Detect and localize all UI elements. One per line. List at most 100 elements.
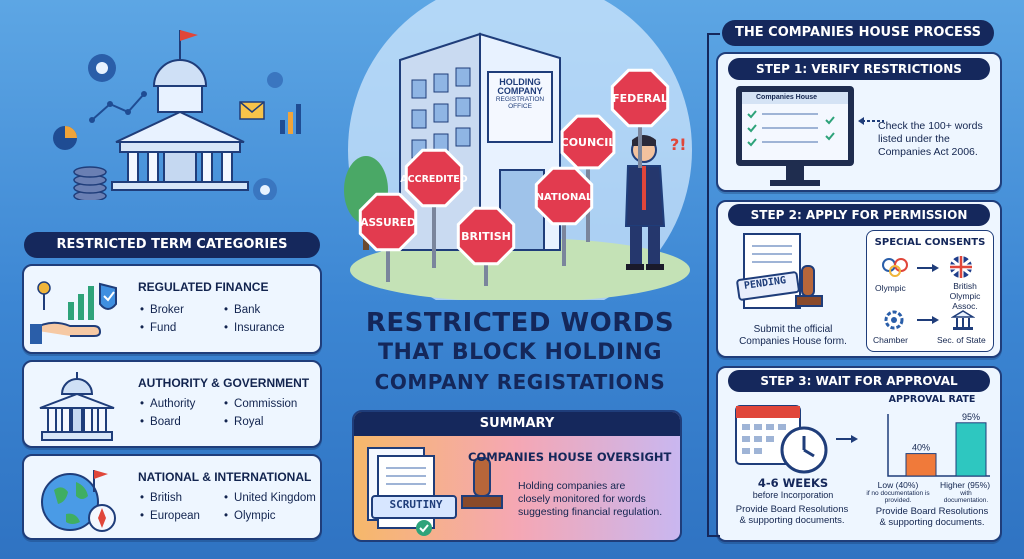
summary-text-line: closely monitored for words [518,493,646,505]
uk-flag-icon [950,256,972,278]
stop-sign-label: FEDERAL [612,92,668,105]
process-connector [707,33,720,537]
sign-octagon [404,148,464,208]
sign-post [562,196,566,266]
consent-from: Olympic [875,283,906,293]
shield-icon [99,282,117,310]
sign-octagon [610,68,670,128]
main-title-line-2: THAT BLOCK HOLDING [377,340,662,365]
weeks-sub: before Incorporation [752,490,834,500]
summary-subheader: COMPANIES HOUSE OVERSIGHT [468,450,672,464]
bar-value-label: 95% [962,412,980,422]
special-consents-panel: SPECIAL CONSENTS Olympic British Olympic… [866,230,994,352]
low-sub: if no documentation is provided. [866,490,930,504]
building-sign: HOLDING COMPANY REGISTRATION OFFICE [488,77,552,111]
category-item: Fund [140,322,176,334]
stop-sign: ACCREDITED [400,148,468,268]
sign-post [386,222,390,282]
category-title: NATIONAL & INTERNATIONAL [138,470,312,484]
step1-text-line: Companies Act 2006. [878,146,978,158]
low-label: Low (40%) [877,480,919,490]
stop-sign-label: COUNCIL [561,136,616,149]
category-item: Royal [224,416,263,428]
olympic-rings-icon [882,258,908,277]
category-title: REGULATED FINANCE [138,280,269,294]
category-item: Insurance [224,322,285,334]
gear-icon [88,54,116,82]
weeks-label: 4-6 WEEKS [757,476,829,490]
building-sign-line: HOLDING [499,77,541,87]
approval-bar [905,453,937,477]
step3-left-note: Provide Board Resolutions & supporting d… [724,504,860,526]
note-line: & supporting documents. [739,515,845,526]
sign-octagon [358,192,418,252]
consent-from: Chamber [873,335,908,345]
categories-header: RESTRICTED TERM CATEGORIES [24,232,320,258]
main-title-line-1: RESTRICTED WORDS [365,308,675,338]
consent-to: Sec. of State [937,335,986,345]
step3-right-note: Provide Board Resolutions & supporting d… [864,506,1000,528]
note-line: Provide Board Resolutions [875,506,989,517]
category-title: AUTHORITY & GOVERNMENT [138,376,310,390]
step2-text-line: Companies House form. [739,336,847,347]
documents-stamp-icon [367,447,503,536]
sign-post [432,178,436,268]
pending-form-icon [736,233,823,309]
bar-value-label: 40% [912,443,930,453]
category-item: British [140,492,182,504]
note-line: Provide Board Resolutions [735,504,849,515]
step2-text-line: Submit the official [753,324,833,335]
globe-icon [41,470,116,532]
stop-sign: ASSURED [358,192,418,282]
stop-sign: FEDERAL [610,68,670,168]
consent-to: British Olympic Assoc. [949,281,981,311]
stop-sign-label: BRITISH [461,230,511,243]
building-sign-line: COMPANY [497,86,543,97]
building-sign-line: REGISTRATION [495,95,545,103]
stop-sign: COUNCIL [560,114,616,242]
arrow-left-icon [858,117,884,125]
arrow-right-icon [917,264,939,272]
summary-text-line: Holding companies are [518,480,626,492]
step2-card: STEP 2: APPLY FOR PERMISSION PENDING Sub… [716,200,1002,358]
stop-signs: FEDERAL COUNCIL ACCREDITED NATIONAL ASSURED B… [358,68,670,286]
category-card-authority-government: AUTHORITY & GOVERNMENT Authority Commiss… [22,360,322,448]
man-figure [624,135,666,270]
rubber-stamp-icon [461,457,503,509]
gear-icon [267,72,283,88]
step1-text: Check the 100+ words listed under the Co… [878,120,983,159]
summary-text: Holding companies are closely monitored … [518,480,662,519]
category-item: Commission [224,398,297,410]
process-header: THE COMPANIES HOUSE PROCESS [722,20,994,46]
category-item: Bank [224,304,260,316]
category-item: Olympic [224,510,276,522]
stop-sign-label: ACCREDITED [400,174,467,185]
monitor-icon [736,86,854,186]
step1-label: STEP 1: VERIFY RESTRICTIONS [728,58,990,80]
step2-text: Submit the official Companies House form… [728,324,858,348]
high-sub: with documentation. [943,490,989,504]
compass-icon [88,504,116,532]
step1-card: STEP 1: VERIFY RESTRICTIONS Companies Ho… [716,52,1002,192]
capitol-icon [39,372,115,441]
screen-title: Companies House [756,94,818,101]
approval-title: APPROVAL RATE [888,394,976,405]
gear-icon [253,178,277,200]
step3-card: STEP 3: WAIT FOR APPROVAL 4-6 WEEKS befo… [716,366,1002,542]
step1-text-line: listed under the [878,133,950,145]
stop-sign: NATIONAL [534,166,594,266]
summary-text-line: suggesting financial regulation. [518,506,663,518]
category-card-national-international: NATIONAL & INTERNATIONAL British United … [22,454,322,540]
summary-header: SUMMARY [354,412,680,436]
main-title-line-3: COMPANY REGISTATIONS [374,370,666,394]
sign-post [638,98,642,168]
sign-octagon [560,114,616,170]
step2-label: STEP 2: APPLY FOR PERMISSION [728,204,990,226]
category-item: Broker [140,304,184,316]
key-icon [37,281,51,310]
building-sign-line: OFFICE [508,102,532,110]
gear-icon [884,310,904,330]
government-building-icon [951,310,975,330]
category-item: European [140,510,200,522]
approval-bar [955,422,987,477]
